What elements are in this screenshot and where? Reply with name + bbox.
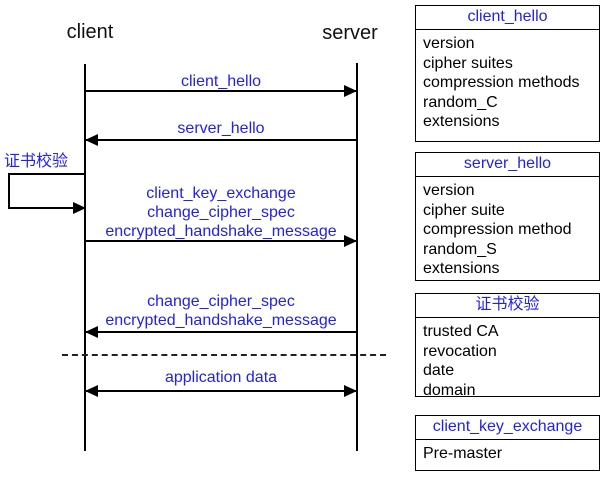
self-loop-left-line (8, 173, 10, 209)
panel-item: extensions (423, 260, 500, 277)
arrowhead-left-icon (85, 326, 98, 338)
panel-item: revocation (423, 342, 497, 360)
message-label-application-data: application data (164, 369, 278, 386)
panel-client-hello: client_hello version cipher suites compr… (415, 5, 600, 142)
actor-label-client: client (66, 21, 114, 43)
arrowhead-right-icon (73, 202, 86, 214)
panel-item: compression method (423, 221, 572, 238)
panel-cert-verify: 证书校验 trusted CA revocation date domain (415, 293, 600, 399)
panel-item: compression methods (423, 74, 580, 91)
panel-item: cipher suites (423, 54, 513, 72)
server-lifeline (356, 63, 358, 451)
message-arrow-server-change-cipher (85, 326, 356, 338)
panel-items: version cipher suites compression method… (416, 30, 599, 136)
message-arrow-client-key-exchange (86, 235, 357, 247)
arrowhead-left-icon (85, 385, 98, 397)
handshake-separator-dashed-line (62, 354, 386, 356)
panel-item: random_S (423, 240, 497, 258)
panel-items: version cipher suite compression method … (416, 177, 599, 283)
arrowhead-right-icon (344, 85, 357, 97)
panel-item: cipher suite (423, 201, 505, 219)
panel-client-key-exchange: client_key_exchange Pre-master (415, 415, 600, 471)
panel-item: random_C (423, 93, 498, 111)
message-arrow-application-data (85, 385, 357, 397)
panel-title: server_hello (416, 153, 599, 177)
self-loop-top-line (8, 173, 86, 175)
panel-items: trusted CA revocation date domain (416, 318, 599, 404)
self-loop-bottom-line (8, 202, 86, 214)
message-label-server-change-cipher: change_cipher_spec encrypted_handshake_m… (105, 293, 337, 329)
arrowhead-right-icon (344, 235, 357, 247)
panel-item: Pre-master (423, 445, 503, 462)
panel-items: Pre-master (416, 440, 599, 468)
panel-item: version (423, 35, 475, 52)
panel-server-hello: server_hello version cipher suite compre… (415, 152, 600, 281)
message-label-server-hello: server_hello (177, 120, 265, 137)
panel-item: domain (423, 381, 476, 399)
message-arrow-client-hello (86, 85, 357, 97)
panel-title: client_hello (416, 6, 599, 30)
panel-item: version (423, 182, 475, 199)
arrowhead-left-icon (85, 134, 98, 146)
message-label-client-key-exchange: client_key_exchange change_cipher_spec e… (105, 185, 337, 240)
self-message-label-cert-verify: 证书校验 (4, 153, 69, 170)
panel-title: 证书校验 (416, 294, 599, 318)
message-arrow-server-hello (85, 134, 356, 146)
panel-item: trusted CA (423, 323, 499, 340)
actor-label-server: server (322, 22, 378, 44)
panel-title: client_key_exchange (416, 416, 599, 440)
panel-item: extensions (423, 113, 500, 130)
message-label-client-hello: client_hello (180, 73, 262, 90)
client-lifeline (84, 64, 86, 451)
panel-item: date (423, 362, 455, 379)
arrowhead-right-icon (344, 385, 357, 397)
